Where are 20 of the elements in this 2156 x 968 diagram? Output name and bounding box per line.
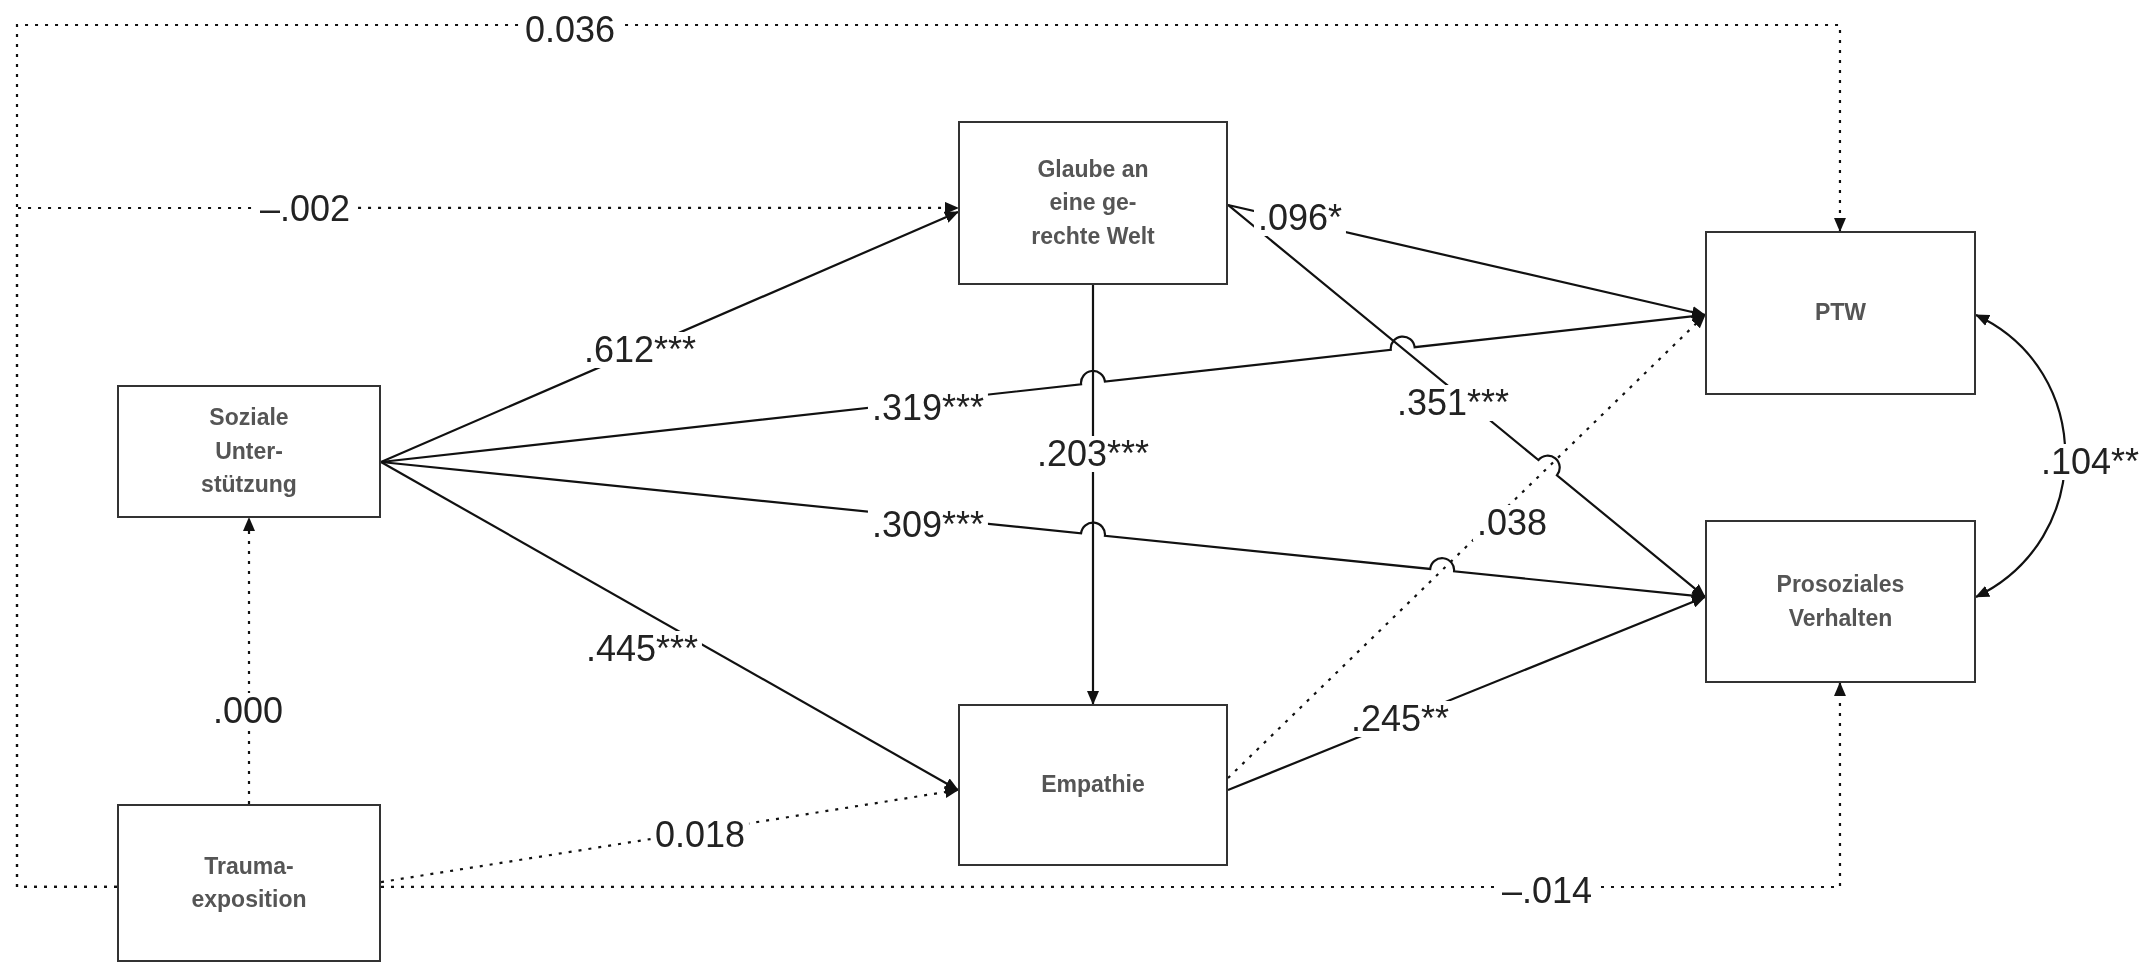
variable-box	[958, 704, 1228, 866]
variable-box	[117, 385, 381, 518]
node-label: Trauma- exposition	[190, 851, 308, 914]
variable-box	[117, 804, 381, 962]
arrow	[1227, 204, 1706, 598]
node-label: Empathie	[1041, 770, 1145, 800]
arrow	[380, 461, 959, 791]
arrow	[1227, 314, 1706, 779]
arrow	[243, 517, 255, 804]
arrow	[381, 682, 1846, 889]
variable-box	[1705, 520, 1976, 683]
arrow	[1087, 285, 1099, 705]
variable-box	[958, 121, 1228, 285]
variable-box	[1705, 231, 1976, 395]
node-label: Prosoziales Verhalten	[1775, 570, 1906, 633]
arrow	[15, 201, 959, 889]
arrow	[1975, 314, 2067, 598]
node-label: PTW	[1814, 298, 1867, 328]
node-label: Glaube an eine ge- rechte Welt	[1030, 155, 1156, 251]
node-label: Soziale Unter- stützung	[200, 403, 298, 500]
